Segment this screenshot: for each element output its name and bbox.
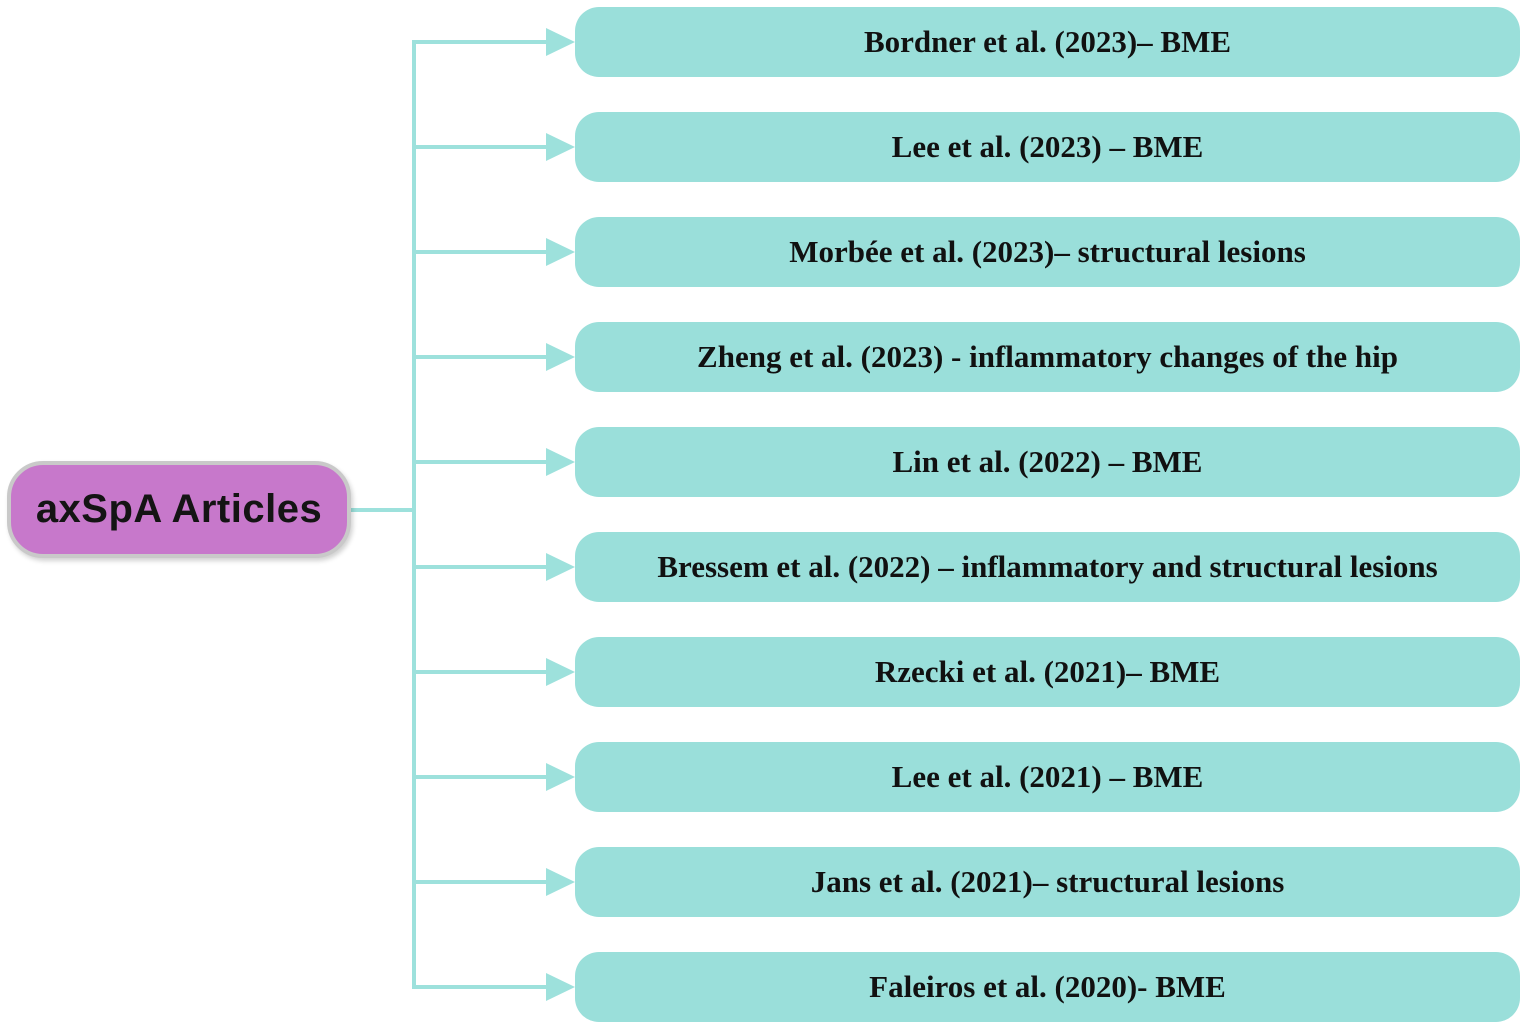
root-node-axspa-articles: axSpA Articles: [7, 461, 351, 558]
article-label: Rzecki et al. (2021)– BME: [874, 654, 1221, 689]
article-row: Rzecki et al. (2021)– BME: [412, 637, 1520, 707]
article-row: Faleiros et al. (2020)- BME: [412, 952, 1520, 1022]
trunk-connector-line: [412, 41, 416, 989]
article-label: Lee et al. (2021) – BME: [891, 759, 1204, 794]
article-row: Jans et al. (2021)– structural lesions: [412, 847, 1520, 917]
connector-line: [412, 145, 550, 149]
arrow-right-icon: [546, 868, 575, 896]
arrow-right-icon: [546, 553, 575, 581]
connector-line: [412, 460, 550, 464]
article-row: Lee et al. (2023) – BME: [412, 112, 1520, 182]
article-label: Bressem et al. (2022) – inflammatory and…: [657, 549, 1438, 584]
article-row: Bressem et al. (2022) – inflammatory and…: [412, 532, 1520, 602]
connector-line: [412, 355, 550, 359]
article-label: Morbée et al. (2023)– structural lesions: [789, 234, 1306, 269]
article-row: Zheng et al. (2023) - inflammatory chang…: [412, 322, 1520, 392]
arrow-right-icon: [546, 133, 575, 161]
connector-line: [412, 40, 550, 44]
article-node: Faleiros et al. (2020)- BME: [575, 952, 1520, 1022]
arrow-right-icon: [546, 448, 575, 476]
root-connector-line: [351, 508, 415, 512]
arrow-right-icon: [546, 343, 575, 371]
article-row: Lin et al. (2022) – BME: [412, 427, 1520, 497]
article-node: Morbée et al. (2023)– structural lesions: [575, 217, 1520, 287]
connector-line: [412, 880, 550, 884]
article-node: Lin et al. (2022) – BME: [575, 427, 1520, 497]
article-node: Zheng et al. (2023) - inflammatory chang…: [575, 322, 1520, 392]
article-label: Faleiros et al. (2020)- BME: [869, 969, 1226, 1004]
arrow-right-icon: [546, 658, 575, 686]
article-label: Jans et al. (2021)– structural lesions: [810, 864, 1285, 899]
article-row: Lee et al. (2021) – BME: [412, 742, 1520, 812]
arrow-right-icon: [546, 238, 575, 266]
article-node: Jans et al. (2021)– structural lesions: [575, 847, 1520, 917]
arrow-right-icon: [546, 973, 575, 1001]
connector-line: [412, 565, 550, 569]
article-node: Bordner et al. (2023)– BME: [575, 7, 1520, 77]
article-label: Lee et al. (2023) – BME: [891, 129, 1204, 164]
article-label: Lin et al. (2022) – BME: [892, 444, 1203, 479]
article-node: Lee et al. (2021) – BME: [575, 742, 1520, 812]
arrow-right-icon: [546, 28, 575, 56]
article-node: Rzecki et al. (2021)– BME: [575, 637, 1520, 707]
article-row: Morbée et al. (2023)– structural lesions: [412, 217, 1520, 287]
root-node-label: axSpA Articles: [35, 487, 323, 531]
arrow-right-icon: [546, 763, 575, 791]
connector-line: [412, 985, 550, 989]
connector-line: [412, 250, 550, 254]
article-label: Bordner et al. (2023)– BME: [863, 24, 1232, 59]
connector-line: [412, 670, 550, 674]
article-node: Lee et al. (2023) – BME: [575, 112, 1520, 182]
article-row: Bordner et al. (2023)– BME: [412, 7, 1520, 77]
article-node: Bressem et al. (2022) – inflammatory and…: [575, 532, 1520, 602]
connector-line: [412, 775, 550, 779]
article-label: Zheng et al. (2023) - inflammatory chang…: [697, 339, 1398, 374]
